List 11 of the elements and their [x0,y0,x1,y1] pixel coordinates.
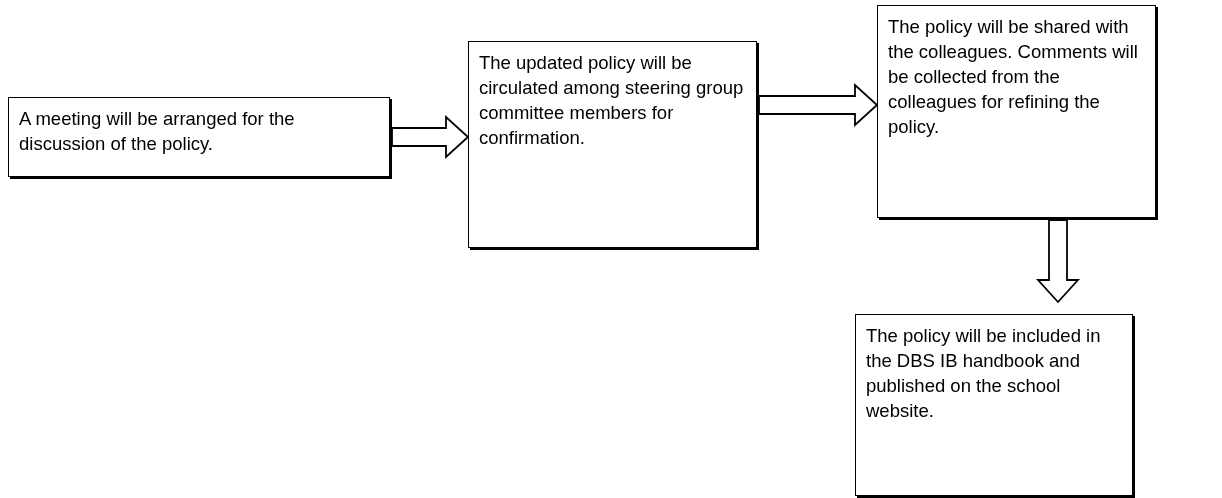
block-arrow [1035,219,1081,304]
box-text: The updated policy will be circulated among steering group committee members for confirmation. [479,52,745,148]
process-box [468,41,757,248]
box-text: The policy will be shared with the colleagues. Comments will be collected from the colleagues for refining the policy. [888,16,1139,137]
box-text: A meeting will be arranged for the discussion of the policy. [19,108,296,154]
block-arrow [391,114,470,160]
box-text: The policy will be included in the DBS IB handbook and published on the school website. [866,325,1102,421]
process-box [855,314,1133,496]
block-arrow [758,82,879,128]
process-box [877,5,1156,218]
process-box [8,97,390,177]
